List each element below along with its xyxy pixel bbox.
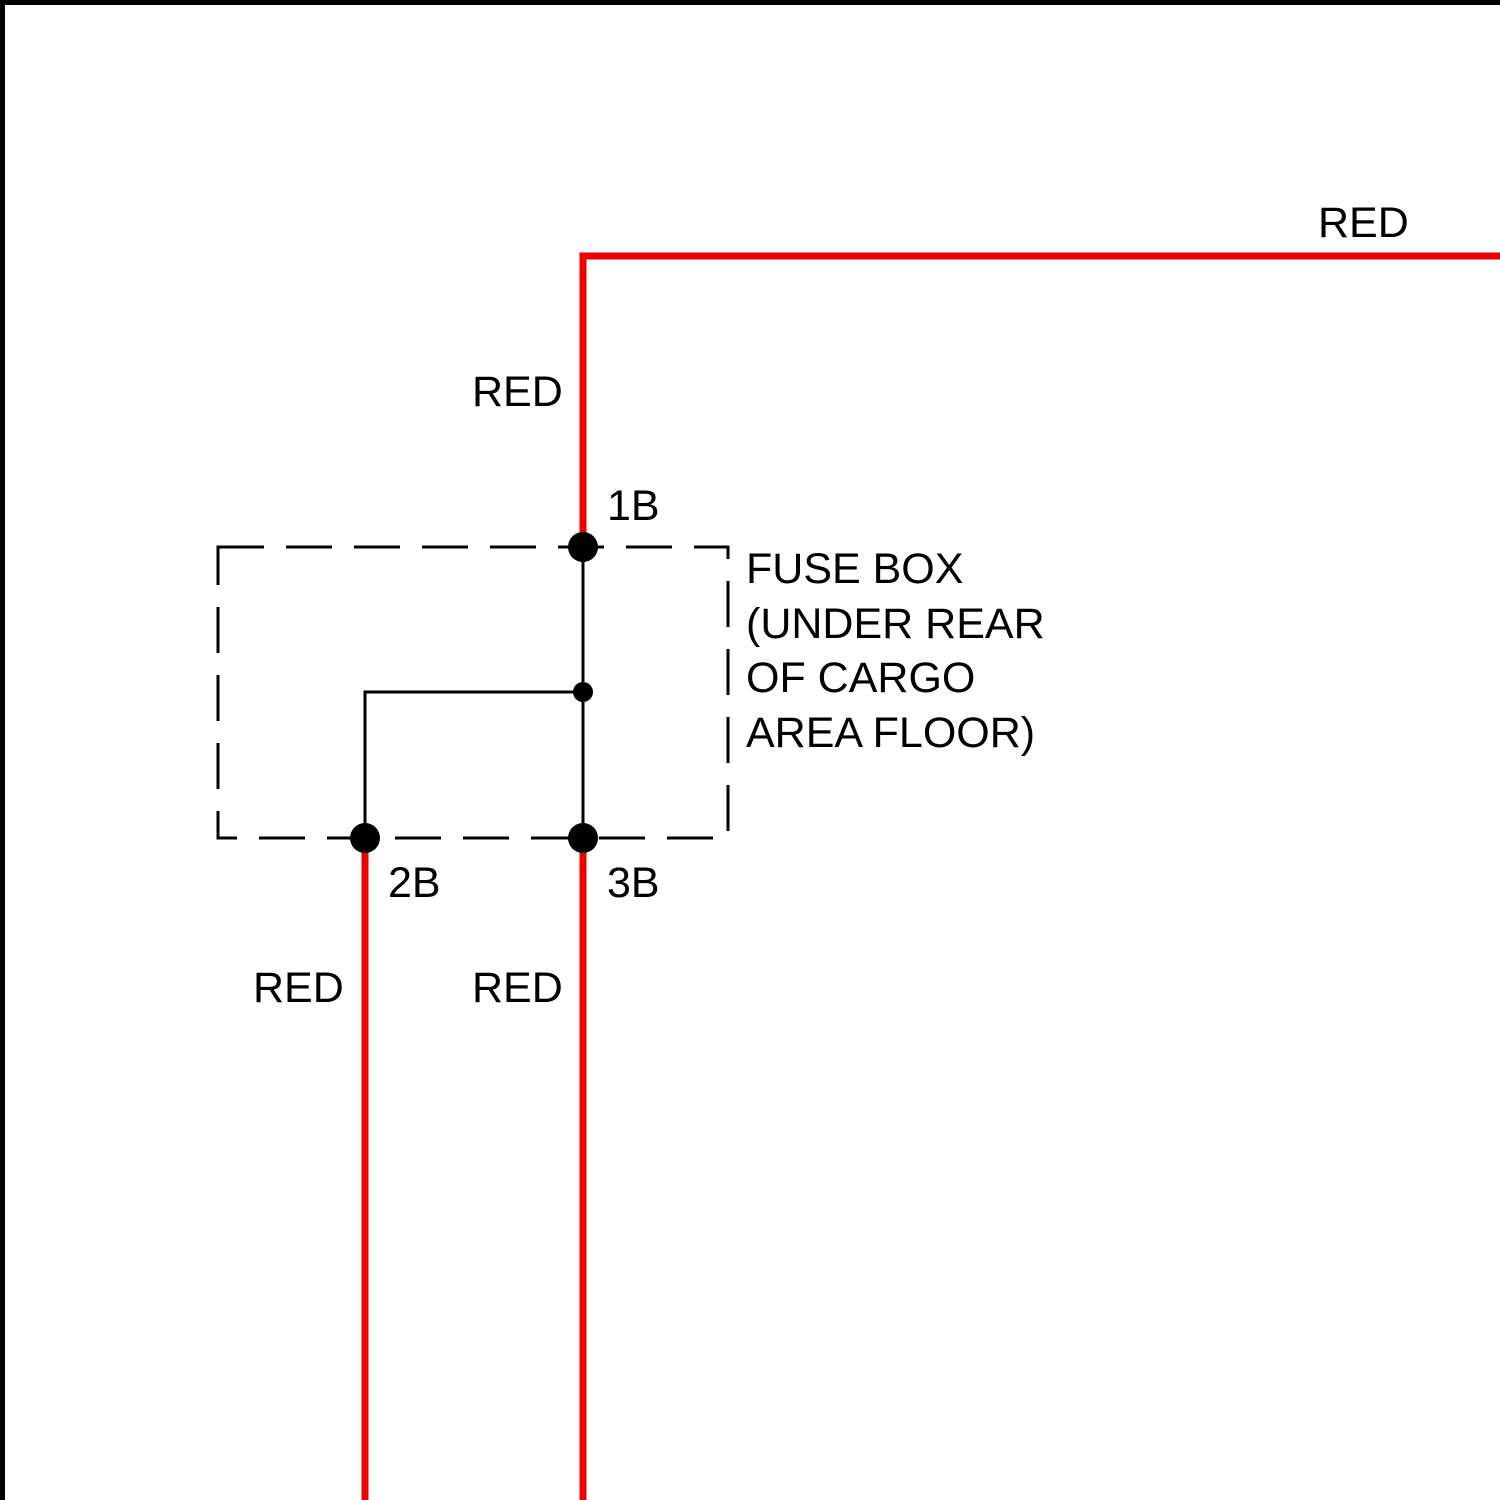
terminal-2b-dot [350,823,380,853]
wire-label-top-vertical: RED [472,368,563,416]
terminal-label-2b: 2B [388,859,441,907]
fuse-box-label-line-1: FUSE BOX [746,545,963,593]
terminal-1b-dot [568,532,598,562]
wire-label-bottom-left: RED [253,964,344,1012]
terminal-label-1b: 1B [607,482,660,530]
internal-branch-to-2b [365,692,583,838]
wire-label-top-horizontal: RED [1318,199,1409,247]
terminal-label-3b: 3B [607,859,660,907]
fuse-box-label-line-4: AREA FLOOR) [746,709,1035,757]
wire-red-top [583,256,1500,547]
terminal-3b-dot [568,823,598,853]
wire-label-bottom-right: RED [472,964,563,1012]
fuse-box-label-line-2: (UNDER REAR [746,600,1045,648]
internal-junction-dot [573,682,593,702]
fuse-box-label-line-3: OF CARGO [746,654,975,702]
